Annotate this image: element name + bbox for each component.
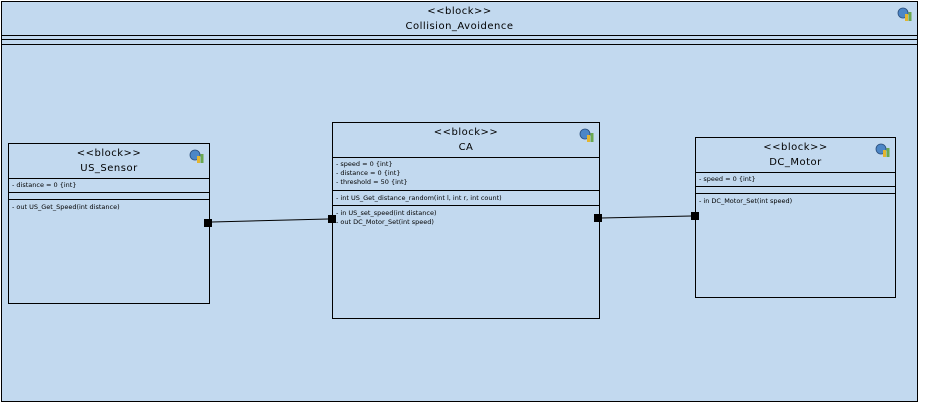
port-ca-out[interactable] (594, 214, 602, 222)
outer-block-name: Collision_Avoidence (405, 21, 514, 32)
compartment-divider (9, 192, 209, 193)
outer-header-divider-3 (2, 44, 917, 45)
compartment-divider (9, 178, 209, 179)
block-us-sensor[interactable]: <<block>> US_Sensor - distance = 0 {int}… (8, 143, 210, 304)
block-name: US_Sensor (80, 163, 138, 174)
compartment-divider (696, 172, 895, 173)
value-property: - threshold = 50 {int} (336, 178, 408, 186)
block-icon (579, 128, 594, 142)
block-dc-motor[interactable]: <<block>> DC_Motor - speed = 0 {int} - i… (695, 137, 896, 298)
connector-us-sensor-ca[interactable] (211, 218, 329, 223)
operation: - out US_Get_Speed(int distance) (12, 203, 120, 211)
compartment-divider (333, 205, 599, 206)
compartment-divider (333, 157, 599, 158)
block-stereotype: <<block>> (76, 148, 142, 159)
port-dc-motor-in[interactable] (691, 212, 699, 220)
block-name: DC_Motor (769, 157, 822, 168)
compartment-divider (9, 199, 209, 200)
outer-header-divider-1 (2, 35, 917, 36)
block-ca[interactable]: <<block>> CA - speed = 0 {int} - distanc… (332, 122, 600, 319)
operation: - in DC_Motor_Set(int speed) (699, 197, 793, 205)
outer-block-stereotype: <<block>> (427, 6, 492, 17)
connector-ca-dc-motor[interactable] (600, 215, 692, 219)
block-icon (897, 7, 912, 21)
compartment-divider (696, 186, 895, 187)
value-property: - speed = 0 {int} (699, 175, 756, 183)
value-property: - speed = 0 {int} (336, 160, 393, 168)
operation: - in US_set_speed(int distance) (336, 209, 437, 217)
compartment-divider (696, 193, 895, 194)
operation: - int US_Get_distance_random(int l, int … (336, 194, 502, 202)
block-stereotype: <<block>> (763, 142, 828, 153)
port-ca-in[interactable] (328, 215, 336, 223)
block-name: CA (458, 142, 474, 153)
outer-header-divider-2 (2, 39, 917, 40)
operation: - out DC_Motor_Set(int speed) (336, 218, 434, 226)
value-property: - distance = 0 {int} (12, 181, 77, 189)
block-stereotype: <<block>> (433, 127, 499, 138)
value-property: - distance = 0 {int} (336, 169, 401, 177)
block-icon (875, 143, 890, 157)
block-icon (189, 149, 204, 163)
compartment-divider (333, 190, 599, 191)
port-us-sensor-out[interactable] (204, 219, 212, 227)
